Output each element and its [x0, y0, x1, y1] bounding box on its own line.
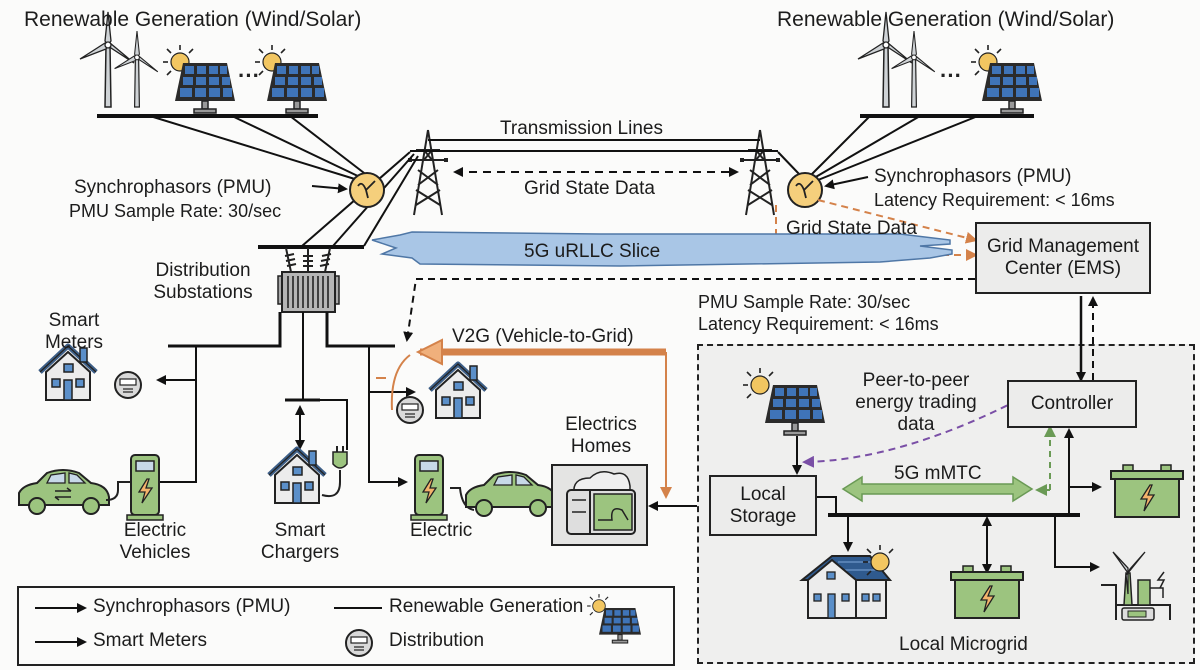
legend-label-renewable: Renewable Generation — [389, 596, 584, 617]
local-microgrid-title: Local Microgrid — [899, 634, 1028, 655]
distribution-substations-label: Distribution Substations — [153, 260, 253, 303]
right-feeder-lines — [809, 115, 979, 181]
grid-state-data-label: Grid State Data — [524, 178, 655, 199]
microgrid-solar-panel-icon — [764, 384, 826, 436]
electric-cable — [450, 487, 475, 511]
right-pmu-label: Synchrophasors (PMU) — [874, 166, 1072, 187]
left-renewable-title: Renewable Generation (Wind/Solar) — [24, 8, 362, 31]
legend-label-distribution: Distribution — [389, 630, 485, 651]
mmtc-bidirectional-arrow — [841, 475, 1034, 503]
ellipsis-right: ··· — [940, 63, 962, 88]
controller-label: Controller — [1030, 393, 1114, 414]
microgrid-battery-icon-2 — [950, 565, 1024, 619]
left-feeder-lines — [149, 115, 369, 181]
microgrid-sun-icon — [742, 367, 774, 399]
microgrid-wind-generator-icon — [1101, 551, 1171, 621]
electrics-homes-icon — [551, 464, 648, 546]
p2p-trading-dashed-arrow — [802, 390, 1029, 468]
storage-label-line2: Storage — [729, 505, 797, 527]
legend: Synchrophasors (PMU) Renewable Generatio… — [17, 586, 675, 666]
ev-exchange-arrows-icon — [54, 487, 72, 501]
legend-label-pmu: Synchrophasors (PMU) — [93, 596, 291, 617]
ems-sample-rate-note: PMU Sample Rate: 30/sec — [698, 292, 911, 312]
smart-chargers-label: Smart Chargers — [260, 520, 340, 563]
right-pmu-icon — [787, 172, 823, 208]
smart-meters-label: Smart Meters — [44, 310, 104, 353]
storage-label-line1: Local — [740, 483, 786, 505]
microgrid-battery-icon — [1110, 464, 1184, 518]
left-pmu-pointer-arrow — [311, 183, 348, 194]
left-pmu-label: Synchrophasors (PMU) — [74, 177, 272, 198]
right-renewable-title: Renewable Generation (Wind/Solar) — [777, 8, 1115, 31]
electric-station-label: Electric — [410, 520, 473, 541]
storage-bus-link — [817, 496, 837, 515]
right-pmu-latency: Latency Requirement: < 16ms — [874, 190, 1115, 210]
ems-to-distribution-dashed-arrow — [403, 278, 975, 342]
ev-cable — [105, 481, 132, 501]
transmission-lines-label: Transmission Lines — [500, 118, 663, 139]
legend-label-smart-meters: Smart Meters — [93, 630, 208, 651]
mmtc-label: 5G mMTC — [894, 463, 982, 484]
right-pmu-pointer-arrow — [824, 176, 869, 190]
v2g-label: V2G (Vehicle-to-Grid) — [452, 326, 634, 347]
plug-icon — [321, 446, 348, 498]
ellipsis: ··· — [238, 63, 260, 88]
grid-management-center-box[interactable]: Grid Management Center (EMS) — [975, 222, 1151, 294]
distribution-feeders — [148, 312, 416, 487]
right-grid-state-data-label: Grid State Data — [786, 218, 917, 239]
substation-insulators — [284, 247, 332, 273]
electrics-homes-label: Electrics Homes — [565, 414, 637, 457]
p2p-trading-label: Peer-to-peer energy trading data — [855, 370, 977, 435]
transformer-icon — [277, 271, 340, 313]
urllc-slice-band — [371, 231, 953, 267]
ems-label-line2: Center (EMS) — [1004, 258, 1122, 279]
legend-meter-icon — [345, 629, 373, 657]
controller-box[interactable]: Controller — [1007, 380, 1137, 428]
left-pmu-icon — [349, 172, 385, 208]
legend-solar-panel-icon — [598, 607, 642, 644]
urllc-slice-label: 5G uRLLC Slice — [524, 241, 661, 262]
transmission-lines — [410, 139, 778, 152]
legend-symbols — [35, 593, 642, 657]
local-storage-box[interactable]: Local Storage — [709, 475, 817, 536]
v2g-arrow — [376, 338, 672, 499]
bus-to-wind-generator-arrow — [1054, 515, 1100, 572]
ems-label-line1: Grid Management — [986, 236, 1140, 257]
ems-latency-note: Latency Requirement: < 16ms — [698, 314, 939, 334]
electric-vehicles-label: Electric Vehicles — [119, 520, 191, 563]
left-pmu-sample-rate: PMU Sample Rate: 30/sec — [69, 201, 282, 221]
